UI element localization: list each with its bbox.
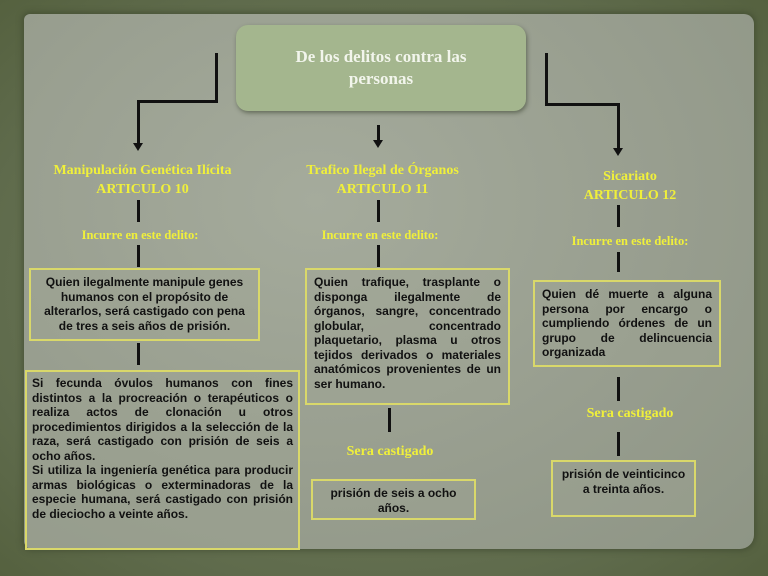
connector-left-vertical-down xyxy=(137,100,140,147)
col1-description: Quien ilegalmente manipule genes humanos… xyxy=(44,275,245,333)
col1-incurre-label: Incurre en este delito: xyxy=(81,228,199,242)
col3-sanction-box: prisión de veinticinco a treinta años. xyxy=(551,460,696,517)
connector-left-horizontal xyxy=(137,100,218,103)
col2-connector-3 xyxy=(388,408,391,432)
col3-description: Quien dé muerte a alguna persona por enc… xyxy=(542,287,712,359)
col2-sanction: prisión de seis a ocho años. xyxy=(330,486,457,515)
col1-heading-text: Manipulación Genética Ilícita xyxy=(53,163,232,178)
col1-article: ARTICULO 10 xyxy=(96,182,189,197)
col2-description-box: Quien trafique, trasplante o disponga il… xyxy=(305,268,510,405)
col3-connector-3 xyxy=(617,377,620,401)
col3-heading-text: Sicariato xyxy=(603,169,657,184)
col1-description-box: Quien ilegalmente manipule genes humanos… xyxy=(29,268,260,341)
col3-sanction-label: Sera castigado xyxy=(586,406,674,421)
col1-connector-1 xyxy=(137,200,140,222)
col2-connector-1 xyxy=(377,200,380,222)
col3-connector-1 xyxy=(617,205,620,227)
col2-sanction-box: prisión de seis a ocho años. xyxy=(311,479,476,520)
connector-right-vertical-down xyxy=(617,103,620,151)
col2-sanction-label: Sera castigado xyxy=(346,444,434,459)
col3-heading: Sicariato ARTICULO 12 xyxy=(545,167,715,205)
col1-extra-box: Si fecunda óvulos humanos con fines dist… xyxy=(25,370,300,550)
connector-center-vertical xyxy=(377,125,380,143)
col2-connector-2 xyxy=(377,245,380,267)
connector-left-vertical-top xyxy=(215,53,218,103)
col3-incurre-label: Incurre en este delito: xyxy=(571,234,689,248)
col2-incurre-label: Incurre en este delito: xyxy=(321,228,439,242)
connector-right-vertical-top xyxy=(545,53,548,106)
col1-heading: Manipulación Genética Ilícita ARTICULO 1… xyxy=(30,161,255,199)
col2-article: ARTICULO 11 xyxy=(336,182,429,197)
arrow-down-icon xyxy=(373,140,383,148)
col3-connector-4 xyxy=(617,432,620,456)
col1-connector-3 xyxy=(137,343,140,365)
col3-connector-2 xyxy=(617,252,620,272)
root-node-title: De los delitos contra las personas xyxy=(236,25,526,111)
connector-right-horizontal xyxy=(545,103,620,106)
col2-heading-text: Trafico Ilegal de Órganos xyxy=(306,163,459,178)
col2-description: Quien trafique, trasplante o disponga il… xyxy=(314,275,501,391)
col1-extra-paragraph-1: Si fecunda óvulos humanos con fines dist… xyxy=(32,376,293,463)
arrow-down-icon xyxy=(613,148,623,156)
col3-description-box: Quien dé muerte a alguna persona por enc… xyxy=(533,280,721,367)
col3-sanction: prisión de veinticinco a treinta años. xyxy=(561,467,686,496)
col1-connector-2 xyxy=(137,245,140,267)
root-title-text: De los delitos contra las personas xyxy=(295,47,467,88)
arrow-down-icon xyxy=(133,143,143,151)
col3-article: ARTICULO 12 xyxy=(583,188,677,203)
col2-heading: Trafico Ilegal de Órganos ARTICULO 11 xyxy=(285,161,480,199)
col1-extra-paragraph-2: Si utiliza la ingeniería genética para p… xyxy=(32,463,293,521)
